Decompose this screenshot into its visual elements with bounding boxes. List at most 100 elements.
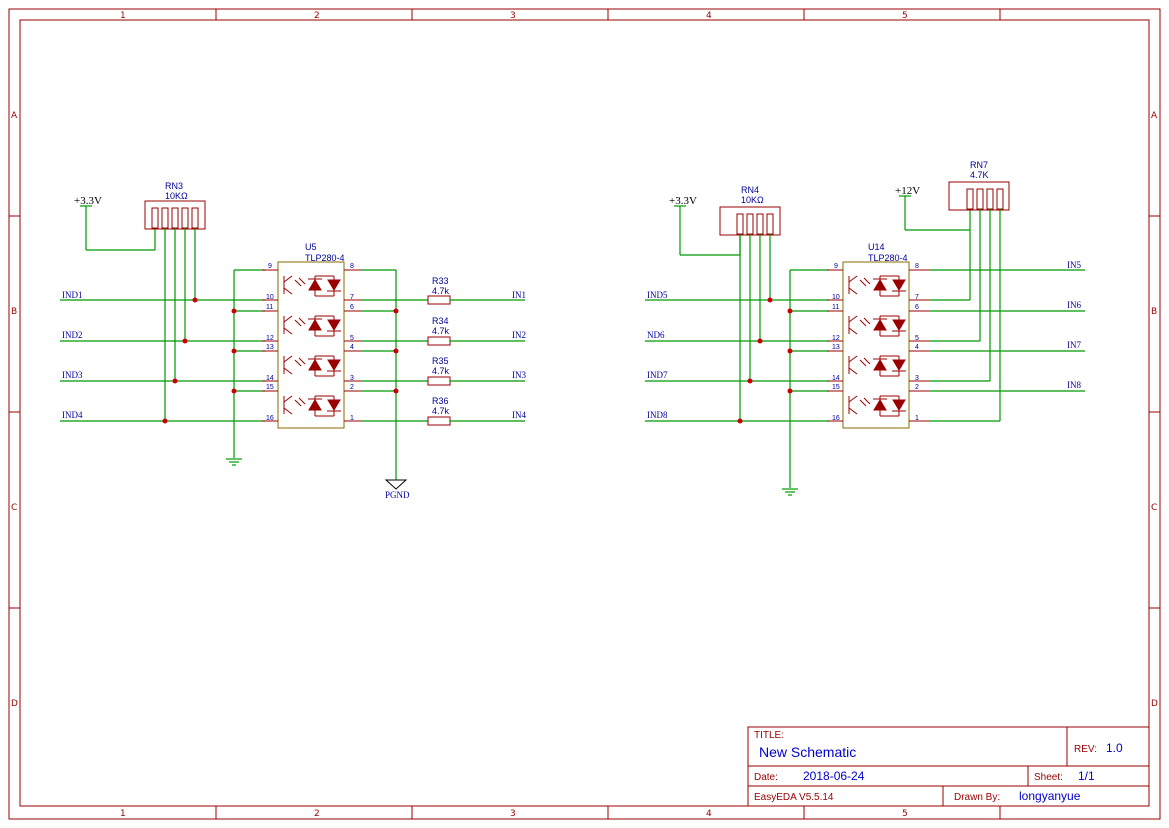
zone-col-4-top: 4 <box>706 11 712 21</box>
net-ind8: IND8 <box>647 410 668 420</box>
zone-col-5-top: 5 <box>902 11 908 21</box>
zone-row-c-left: C <box>11 503 17 513</box>
rev-label: REV: <box>1074 744 1097 755</box>
net-in4: IN4 <box>512 410 526 420</box>
r34-body <box>427 336 451 346</box>
zone-row-b-left: B <box>11 307 17 317</box>
r33-body <box>427 295 451 305</box>
u14-pin-16: 16 <box>832 415 840 422</box>
zone-col-3-top: 3 <box>510 11 516 21</box>
pgnd-label: PGND <box>385 490 410 500</box>
u5-channel-3 <box>283 355 341 377</box>
u14-pin-11: 11 <box>832 304 839 311</box>
u5-pin-7: 7 <box>350 294 354 301</box>
title-label: TITLE: <box>754 730 784 741</box>
title-block: TITLE: New Schematic REV: 1.0 Date: 2018… <box>747 726 1150 807</box>
u14-body <box>842 261 910 429</box>
net-ind2: IND2 <box>62 330 83 340</box>
u14-pin-10: 10 <box>832 294 840 301</box>
date-label: Date: <box>754 772 778 783</box>
u5-pin-10: 10 <box>266 294 274 301</box>
u5-pin-14: 14 <box>266 375 274 382</box>
zone-col-1-top: 1 <box>120 11 126 21</box>
outer-border <box>8 8 1161 820</box>
u5-pin-13: 13 <box>266 344 274 351</box>
u5-pin-1: 1 <box>350 415 354 422</box>
u14-pin-7: 7 <box>915 294 919 301</box>
net-ind3: IND3 <box>62 370 83 380</box>
r34-value: 4.7k <box>432 326 450 336</box>
net-in6: IN6 <box>1067 300 1081 310</box>
r33-value: 4.7k <box>432 286 450 296</box>
u5-pin-2: 2 <box>350 384 354 391</box>
zone-col-5-bottom: 5 <box>902 809 908 819</box>
u5-pin-9: 9 <box>268 263 272 270</box>
u5-pin-3: 3 <box>350 375 354 382</box>
u14-value: TLP280-4 <box>868 253 908 263</box>
r35-body <box>427 376 451 386</box>
left-ground-symbol <box>226 458 242 466</box>
title-value: New Schematic <box>759 744 856 760</box>
u5-channel-4 <box>283 395 341 417</box>
u14-ref: U14 <box>868 242 885 252</box>
date-value: 2018-06-24 <box>803 769 865 783</box>
u5-body <box>277 261 345 429</box>
zone-row-a-left: A <box>11 111 18 121</box>
u14-pin-9: 9 <box>834 263 838 270</box>
u5-pin-5: 5 <box>350 335 354 342</box>
net-ind4: IND4 <box>62 410 83 420</box>
zone-grid <box>9 9 1160 819</box>
rn4-ref: RN4 <box>741 185 759 195</box>
rev-value: 1.0 <box>1106 741 1123 755</box>
net-in3: IN3 <box>512 370 526 380</box>
u14-channel-1 <box>848 275 906 297</box>
u14-channel-2 <box>848 315 906 337</box>
rn7-value: 4.7K <box>970 170 989 180</box>
sheet-value: 1/1 <box>1078 769 1095 783</box>
net-ind1: IND1 <box>62 290 83 300</box>
zone-row-d-right: D <box>1151 699 1158 709</box>
pgnd-symbol <box>384 479 408 490</box>
zone-row-d-left: D <box>11 699 18 709</box>
rn3-symbol <box>144 200 206 230</box>
u14-channel-4 <box>848 395 906 417</box>
inner-border <box>19 19 1150 807</box>
u14-pin-1: 1 <box>915 415 919 422</box>
rn4-value: 10KΩ <box>741 195 764 205</box>
zone-col-3-bottom: 3 <box>510 809 516 819</box>
u5-channel-2 <box>283 315 341 337</box>
u14-pin-5: 5 <box>915 335 919 342</box>
r36-value: 4.7k <box>432 406 450 416</box>
net-in5: IN5 <box>1067 260 1081 270</box>
rn7-ref: RN7 <box>970 160 988 170</box>
u14-pin-4: 4 <box>915 344 919 351</box>
left-circuit: +3.3V RN3 10KΩ IND1 IND2 IND3 IND4 <box>60 181 526 500</box>
u5-pin-12: 12 <box>266 335 274 342</box>
right-circuit: +3.3V RN4 10KΩ IND5 ND6 IND7 IND8 <box>645 160 1085 496</box>
zone-col-2-top: 2 <box>314 11 320 21</box>
net-in2: IN2 <box>512 330 526 340</box>
drawn-by-label: Drawn By: <box>954 792 1000 803</box>
rn7-symbol <box>948 181 1010 211</box>
u14-pin-8: 8 <box>915 263 919 270</box>
u5-channel-1 <box>283 275 341 297</box>
r36-ref: R36 <box>432 396 449 406</box>
drawn-by-value: longyanyue <box>1019 789 1081 803</box>
u14-pin-3: 3 <box>915 375 919 382</box>
zone-row-c-right: C <box>1151 503 1157 513</box>
u5-pin-6: 6 <box>350 304 354 311</box>
u5-ref: U5 <box>305 242 317 252</box>
net-nd6: ND6 <box>647 330 665 340</box>
r35-value: 4.7k <box>432 366 450 376</box>
tool-version: EasyEDA V5.5.14 <box>754 792 834 803</box>
u5-pin-8: 8 <box>350 263 354 270</box>
sheet-label: Sheet: <box>1034 772 1063 783</box>
r33-ref: R33 <box>432 276 449 286</box>
net-in1: IN1 <box>512 290 526 300</box>
zone-row-b-right: B <box>1151 307 1157 317</box>
rn4-symbol <box>719 206 781 236</box>
right-ground-symbol <box>782 488 798 496</box>
net-in7: IN7 <box>1067 340 1081 350</box>
u14-channel-3 <box>848 355 906 377</box>
u14-pin-6: 6 <box>915 304 919 311</box>
